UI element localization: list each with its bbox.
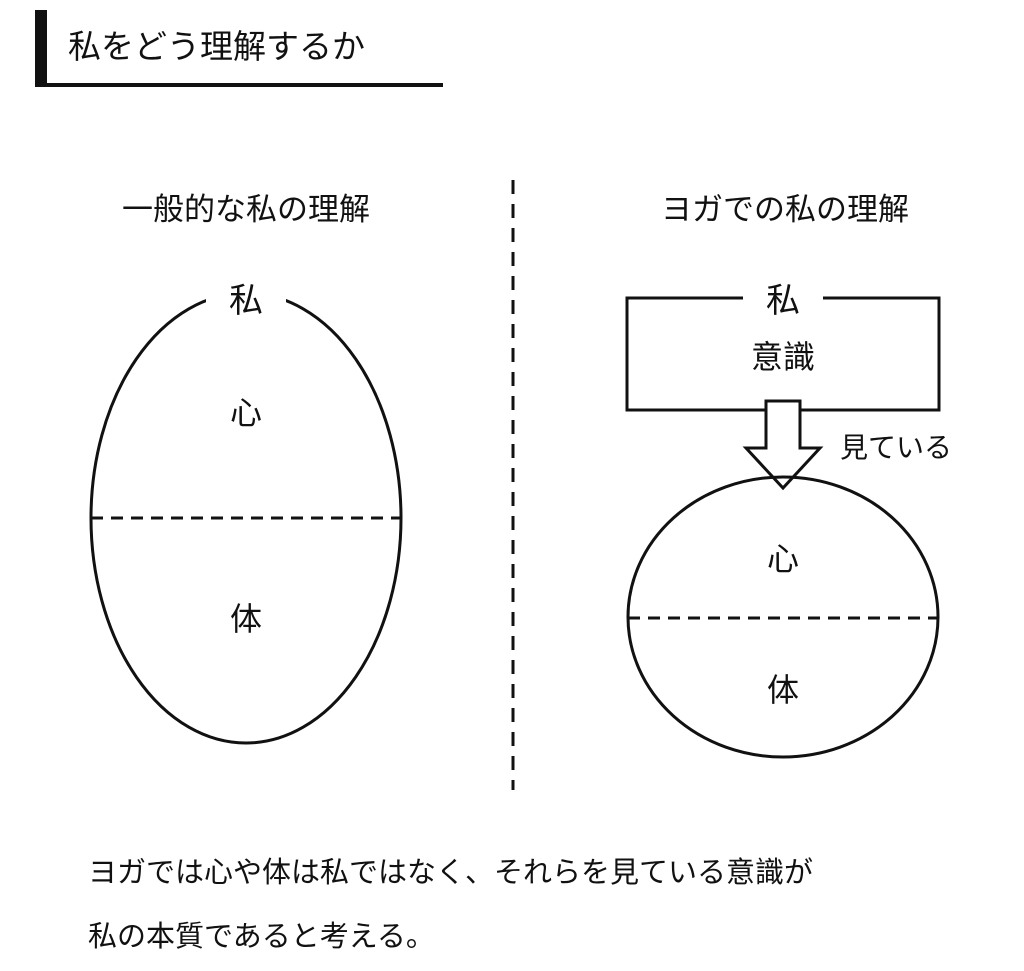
right-mind-label: 心	[767, 540, 799, 578]
caption-line-2: 私の本質であると考える。	[88, 919, 435, 953]
title-bar-accent	[35, 10, 47, 87]
left-body-label: 体	[230, 600, 262, 638]
label-mask	[743, 278, 823, 318]
title-underline	[35, 83, 443, 87]
caption-line-1: ヨガでは心や体は私ではなく、それらを見ている意識が	[88, 855, 813, 889]
arrow-label: 見ている	[840, 431, 952, 464]
down-arrow-icon	[742, 399, 824, 491]
left-mind-label: 心	[230, 394, 262, 432]
left-heading: 一般的な私の理解	[122, 192, 370, 228]
left-self-label: 私	[229, 281, 263, 321]
right-heading: ヨガでの私の理解	[661, 192, 909, 228]
page-title: 私をどう理解するか	[68, 27, 365, 66]
right-self-label: 私	[766, 281, 800, 321]
label-mask	[206, 278, 286, 318]
right-body-label: 体	[767, 671, 799, 709]
consciousness-label: 意識	[751, 338, 815, 376]
